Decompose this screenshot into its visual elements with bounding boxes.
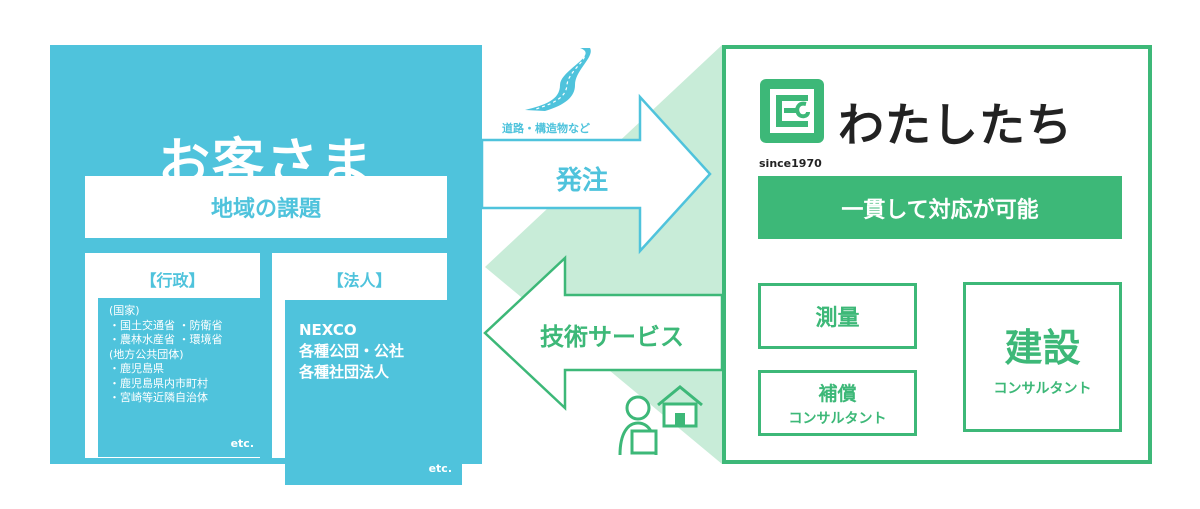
- regional-issues-bar: 地域の課題: [85, 176, 447, 238]
- corporation-box: 【法人】 NEXCO 各種公団・公社 各種社団法人 etc.: [272, 253, 462, 485]
- corporation-line: 各種公団・公社: [299, 342, 405, 360]
- corporation-line: NEXCO: [299, 321, 357, 339]
- integrated-service-bar: 一貫して対応が可能: [758, 176, 1122, 239]
- person-house-icon: [618, 385, 703, 456]
- government-etc: etc.: [230, 436, 254, 450]
- tech-service-arrow: [483, 255, 724, 411]
- government-box: 【行政】 (国家) ・国土交通省 ・防衛省 ・農林水産省 ・環境省 (地方公共団…: [85, 253, 264, 458]
- government-line: (地方公共団体): [109, 347, 184, 361]
- our-company-panel: わたしたち since1970 一貫して対応が可能 測量 補償 コンサルタント …: [722, 45, 1152, 464]
- construction-sub-label: コンサルタント: [993, 380, 1092, 397]
- company-logo-icon: [760, 79, 824, 143]
- government-line: ・国土交通省 ・防衛省: [109, 318, 223, 332]
- compensation-sub-label: コンサルタント: [788, 410, 887, 427]
- survey-label: 測量: [815, 306, 860, 331]
- construction-label: 建設: [1004, 325, 1081, 370]
- government-line: ・農林水産省 ・環境省: [109, 333, 223, 346]
- government-line: ・鹿児島県: [109, 362, 164, 375]
- compensation-consultant-box: 補償 コンサルタント: [758, 370, 917, 436]
- compensation-label: 補償: [818, 382, 857, 405]
- construction-consultant-box: 建設 コンサルタント: [963, 282, 1122, 432]
- government-line: ・鹿児島県内市町村: [109, 376, 208, 390]
- government-line: (国家): [109, 304, 140, 317]
- order-arrow: [480, 93, 712, 255]
- corporation-etc: etc.: [428, 462, 452, 475]
- government-heading: 【行政】: [140, 271, 205, 290]
- since-year: since1970: [759, 157, 822, 170]
- company-name: わたしたち: [838, 98, 1073, 152]
- road-label: 道路・構造物など: [502, 122, 590, 135]
- corporation-list: NEXCO 各種公団・公社 各種社団法人 etc.: [285, 300, 462, 485]
- government-list: (国家) ・国土交通省 ・防衛省 ・農林水産省 ・環境省 (地方公共団体) ・鹿…: [98, 298, 264, 457]
- government-line: ・宮崎等近隣自治体: [109, 391, 208, 404]
- tech-service-label: 技術サービス: [540, 323, 684, 351]
- survey-box: 測量: [758, 283, 917, 349]
- customer-panel: お客さま 地域の課題 【行政】 (国家) ・国土交通省 ・防衛省 ・農林水産省 …: [50, 45, 482, 485]
- corporation-heading: 【法人】: [327, 271, 392, 290]
- road-icon: [525, 48, 591, 111]
- corporation-line: 各種社団法人: [299, 363, 390, 381]
- order-label: 発注: [556, 166, 609, 196]
